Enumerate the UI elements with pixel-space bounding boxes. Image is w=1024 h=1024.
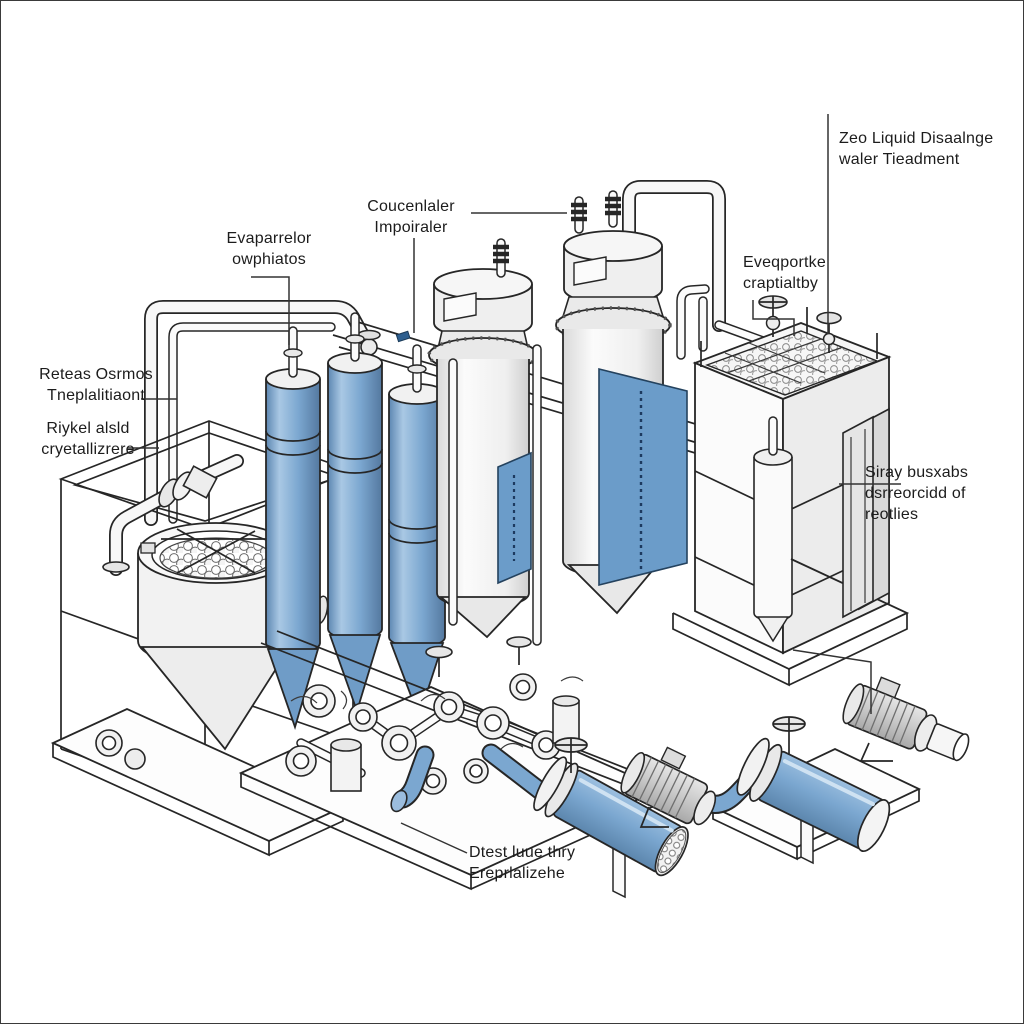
leader-lines <box>127 114 901 854</box>
feed-pipe <box>102 454 244 576</box>
base-platforms <box>50 630 922 891</box>
label-reverse-osmosis: Reteas Osrmos Tneplalitiaont <box>39 366 153 404</box>
label-direct-evaporator: Dtest luue thry Ereprlalizehe <box>469 844 576 882</box>
heat-exchanger-1 <box>533 737 689 899</box>
label-zld-water-treatment: Zeo Liquid Disaalnge waler Tieadment <box>839 130 994 168</box>
label-crystallizer: Riykel alsld cryetallizrere <box>41 420 135 458</box>
motor-pump-2 <box>842 676 970 762</box>
motor-pump-1 <box>620 746 717 828</box>
heat-exchanger-2 <box>736 716 891 865</box>
evaporator-vessels <box>427 190 688 646</box>
label-evaporator: Evaparrelor owphiatos <box>226 230 312 268</box>
label-concentrator: Coucenlaler Impoiraler <box>367 198 455 236</box>
label-evaporative-crystallizer: Eveqportke craptialtby <box>743 254 826 292</box>
dryer-panels <box>842 407 890 619</box>
pump-manifold <box>95 636 584 795</box>
pipe-rack <box>144 180 768 526</box>
blue-evaporator-columns <box>265 312 446 730</box>
label-spray-dryer: Siray busxabs dsrreorcidd of reotlies <box>865 464 969 523</box>
